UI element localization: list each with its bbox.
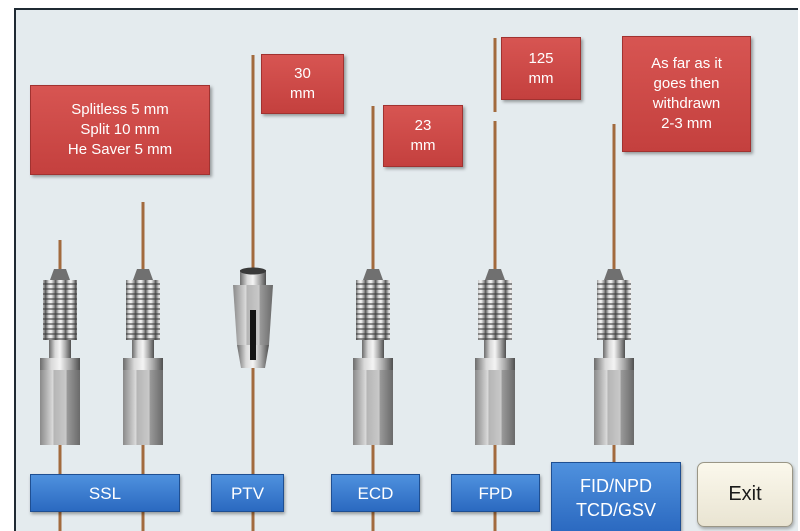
ecd-button[interactable]: ECD	[331, 474, 420, 512]
screen-frame: Splitless 5 mm Split 10 mm He Saver 5 mm…	[14, 8, 798, 531]
ptv-depth-callout: 30 mm	[261, 54, 344, 114]
fittings-illustration	[40, 38, 634, 531]
exit-button[interactable]: Exit	[697, 462, 793, 527]
ptv-fitting	[233, 55, 273, 531]
fpd-fitting	[475, 38, 515, 531]
fid-depth-callout: As far as it goes then withdrawn 2-3 mm	[622, 36, 751, 152]
ecd-depth-callout: 23 mm	[383, 105, 463, 167]
ssl-depth-callout: Splitless 5 mm Split 10 mm He Saver 5 mm	[30, 85, 210, 175]
ssl-left-fitting	[40, 240, 80, 531]
ptv-button[interactable]: PTV	[211, 474, 284, 512]
fid-npd-tcd-gsv-button[interactable]: FID/NPD TCD/GSV	[551, 462, 681, 531]
fpd-button[interactable]: FPD	[451, 474, 540, 512]
fid-fitting	[594, 124, 634, 531]
ssl-button[interactable]: SSL	[30, 474, 180, 512]
fpd-depth-callout: 125 mm	[501, 37, 581, 100]
ecd-fitting	[353, 106, 393, 531]
